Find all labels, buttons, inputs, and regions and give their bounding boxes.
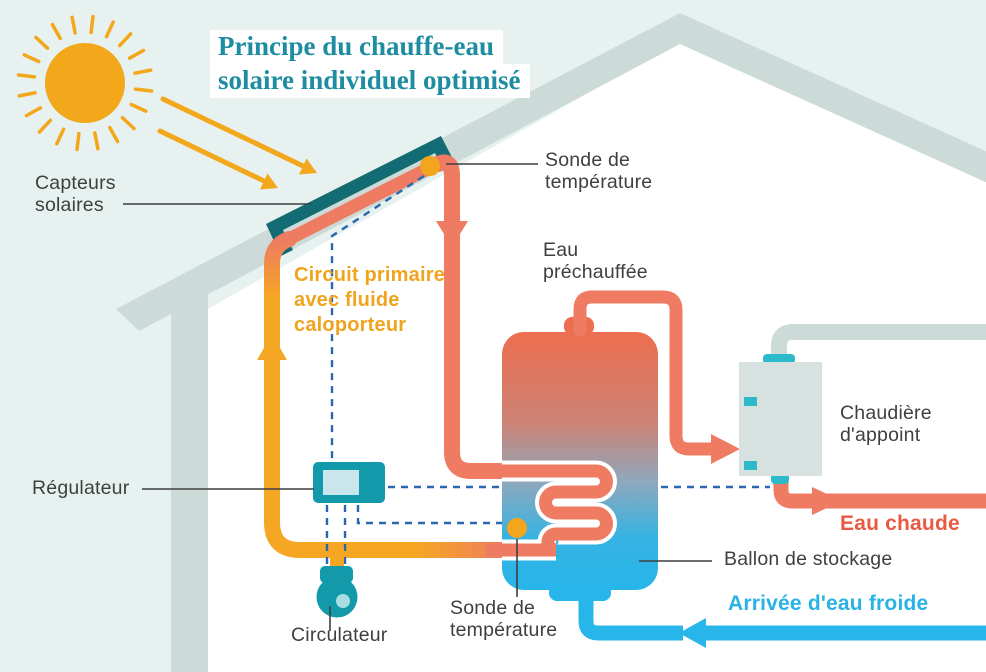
temperature-sensor-tank xyxy=(507,518,527,538)
heat-exchanger-coil xyxy=(486,460,617,561)
label-eau-chaude: Eau chaude xyxy=(840,512,960,535)
label-sonde-temperature-haut: Sonde de température xyxy=(545,149,653,193)
label-chaudiere-appoint: Chaudière d'appoint xyxy=(840,402,932,446)
pipe-hot-water-out xyxy=(773,480,986,509)
regulator-icon xyxy=(313,462,385,503)
house-wall xyxy=(171,293,208,672)
pipe-preheated-arrow xyxy=(711,434,740,464)
pipe-hot-arrow-down xyxy=(436,221,468,247)
boiler-flue-pipe xyxy=(771,324,986,360)
label-capteurs-solaires: Capteurs solaires xyxy=(35,172,116,216)
title-line-2: solaire individuel optimisé xyxy=(210,64,530,98)
label-arrivee-eau-froide: Arrivée d'eau froide xyxy=(728,592,929,615)
label-circuit-primaire: Circuit primaire avec fluide caloporteur xyxy=(294,264,446,336)
pipe-hot-water-arrow xyxy=(812,487,842,515)
label-eau-prechauffee: Eau préchauffée xyxy=(543,239,648,283)
label-sonde-temperature-bas: Sonde de température xyxy=(450,597,558,641)
sun-rays-arrows xyxy=(157,96,317,190)
collector-absorber-pipe xyxy=(282,154,450,246)
label-regulateur: Régulateur xyxy=(32,477,130,499)
label-circulateur: Circulateur xyxy=(291,624,388,646)
pipe-cold-water xyxy=(578,596,986,648)
circulator-pump-icon xyxy=(316,547,358,618)
label-connectors xyxy=(123,163,712,631)
control-wire-collector xyxy=(330,174,425,461)
pipe-primary-return xyxy=(264,287,516,558)
title-line-1: Principe du chauffe-eau xyxy=(210,30,503,64)
pipe-primary-hot xyxy=(430,154,514,479)
pipe-return-arrow-up xyxy=(257,334,287,360)
solar-collector-icon xyxy=(266,136,457,256)
pipe-preheated-water xyxy=(573,290,719,456)
page-title: Principe du chauffe-eau solaire individu… xyxy=(210,30,530,98)
backup-boiler-icon xyxy=(739,354,822,484)
control-wire-tank-sensor xyxy=(356,505,509,525)
sun-icon xyxy=(16,14,154,152)
pipe-primary-return-top xyxy=(264,231,297,308)
label-ballon-stockage: Ballon de stockage xyxy=(724,548,893,570)
temperature-sensor-collector xyxy=(420,156,440,176)
